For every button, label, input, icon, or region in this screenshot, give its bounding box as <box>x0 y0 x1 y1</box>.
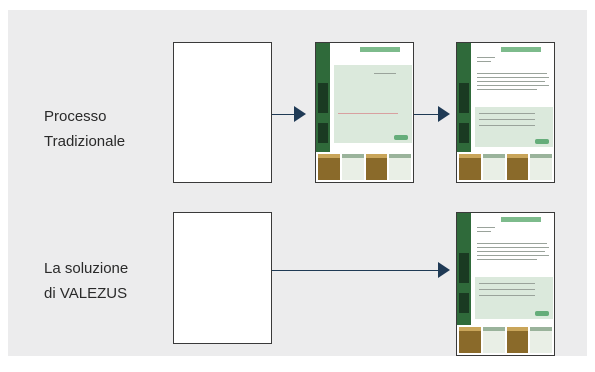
arrow-right-icon <box>438 262 450 278</box>
row-label-traditional: Processo Tradizionale <box>44 104 125 154</box>
connector-line <box>272 270 440 271</box>
arrow-right-icon <box>438 106 450 122</box>
row-label-line: di VALEZUS <box>44 285 128 302</box>
connector-line <box>272 114 296 115</box>
blank-page-traditional <box>173 42 272 183</box>
document-final-thumbnail <box>456 212 555 356</box>
arrow-right-icon <box>294 106 306 122</box>
document-draft-thumbnail <box>315 42 414 183</box>
row-label-line: Tradizionale <box>44 133 126 150</box>
row-label-line: Processo <box>44 108 107 125</box>
blank-page-valezus <box>173 212 272 344</box>
document-final-thumbnail <box>456 42 555 183</box>
row-label-line: La soluzione <box>44 260 129 277</box>
row-label-valezus: La soluzione di VALEZUS <box>44 256 128 306</box>
connector-line <box>414 114 440 115</box>
